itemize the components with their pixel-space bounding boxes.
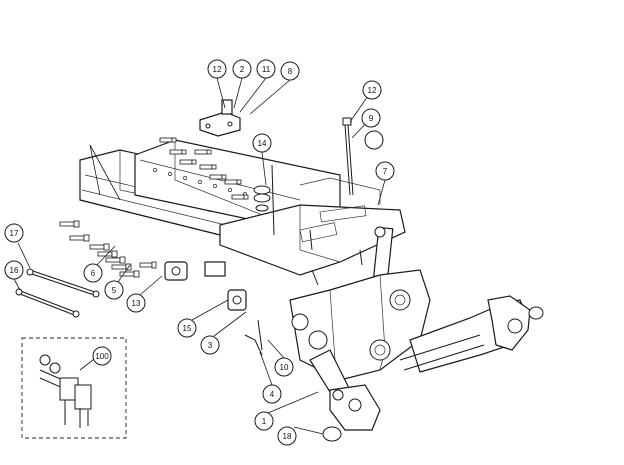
callout-circle [4, 260, 24, 280]
brackets [164, 261, 263, 356]
stud-9 [342, 117, 354, 196]
callout-circle [4, 223, 24, 243]
callout-12: 12 [362, 80, 382, 100]
callout-6: 6 [83, 263, 103, 283]
callout-label: 2 [240, 65, 245, 74]
callout-circle [274, 357, 294, 377]
callout-label: 16 [10, 266, 19, 275]
blank-callout-circle [364, 130, 384, 150]
callout-label: 8 [288, 67, 293, 76]
callout-1: 1 [254, 411, 274, 431]
plate-bolts [159, 137, 249, 200]
callout-2: 2 [232, 59, 252, 79]
lift-arm [409, 295, 544, 373]
pointer-arrows [89, 144, 121, 201]
callout-18: 18 [277, 426, 297, 446]
callout-circle [277, 426, 297, 446]
callout-5: 5 [104, 280, 124, 300]
callout-label: 10 [280, 363, 289, 372]
callout-circle [262, 384, 282, 404]
stud-14 [253, 164, 275, 236]
callout-9: 9 [361, 108, 381, 128]
callout-circle [375, 161, 395, 181]
callout-100: 100 [92, 346, 112, 366]
callout-circle [83, 263, 103, 283]
callout-circle [361, 108, 381, 128]
callout-12: 12 [207, 59, 227, 79]
callout-label: 15 [183, 324, 192, 333]
callout-11: 11 [256, 59, 276, 79]
callout-13: 13 [126, 293, 146, 313]
callout-circle [362, 80, 382, 100]
callout-label: 12 [368, 86, 377, 95]
callout-circle [232, 59, 252, 79]
callout-circle [92, 346, 112, 366]
callout-3: 3 [200, 335, 220, 355]
callout-label: 100 [95, 352, 109, 361]
upper-bracket [199, 99, 241, 137]
callout-10: 10 [274, 357, 294, 377]
callout-label: 7 [383, 167, 388, 176]
callout-circle [254, 411, 274, 431]
callout-16: 16 [4, 260, 24, 280]
rail-bolts [59, 220, 157, 278]
callout-15: 15 [177, 318, 197, 338]
callout-label: 9 [369, 114, 374, 123]
callout-label: 3 [208, 341, 213, 350]
callout-label: 6 [91, 269, 96, 278]
callout-label: 14 [258, 139, 267, 148]
callout-circle [207, 59, 227, 79]
callout-label: 11 [262, 65, 271, 74]
callout-4: 4 [262, 384, 282, 404]
callout-circle [126, 293, 146, 313]
callout-label: 17 [10, 229, 19, 238]
diagonal-link [399, 334, 485, 371]
lift-housing [289, 269, 431, 381]
callout-circle [104, 280, 124, 300]
mid-bolts [309, 229, 363, 286]
callout-17: 17 [4, 223, 24, 243]
callout-circle [200, 335, 220, 355]
callout-label: 12 [213, 65, 222, 74]
tie-rods [15, 268, 100, 318]
callout-label: 1 [262, 417, 267, 426]
callout-circle [280, 61, 300, 81]
callout-label: 4 [270, 390, 275, 399]
callout-label: 13 [132, 299, 141, 308]
callout-7: 7 [375, 161, 395, 181]
callout-label: 5 [112, 286, 117, 295]
leader-lines [13, 77, 386, 435]
callout-14: 14 [252, 133, 272, 153]
callout-circle [177, 318, 197, 338]
callout-circle [252, 133, 272, 153]
detail-inset-100 [21, 337, 127, 439]
callout-label: 18 [283, 432, 292, 441]
callout-circle [256, 59, 276, 79]
callout-8: 8 [280, 61, 300, 81]
